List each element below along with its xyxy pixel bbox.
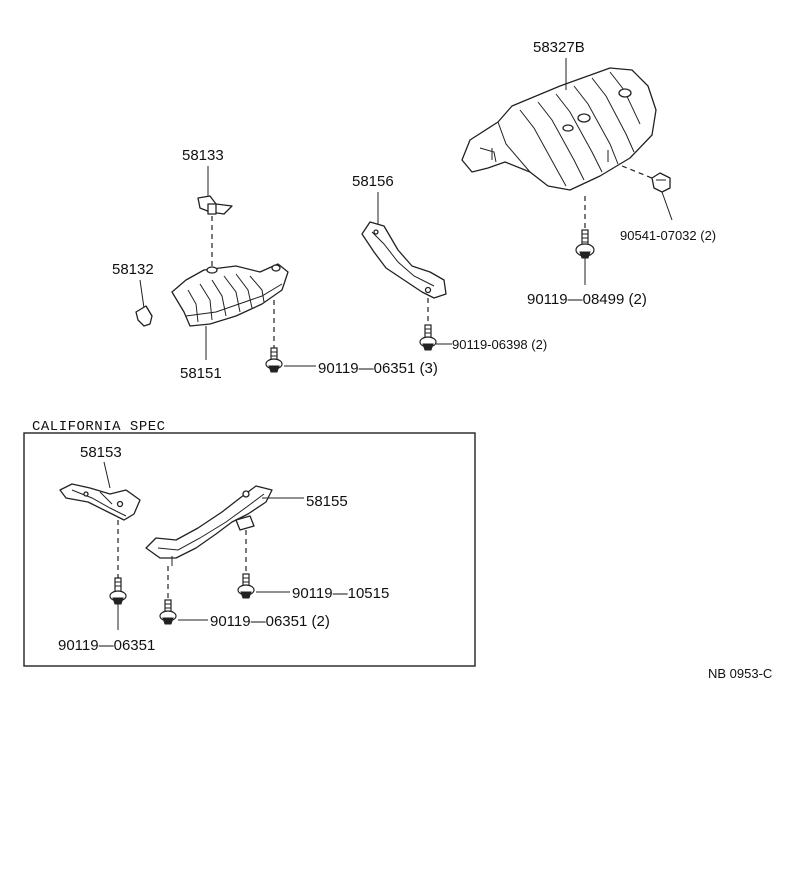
- label-58327b: 58327B: [533, 39, 585, 56]
- bolt-90119-06351-2[interactable]: [159, 599, 177, 625]
- label-90119-10515: 90119—10515: [292, 585, 389, 602]
- heat-insulator-58153[interactable]: [59, 483, 141, 521]
- california-spec-frame: [23, 432, 476, 667]
- label-90119-06351-2: 90119—06351 (2): [210, 613, 330, 630]
- label-90119-06398: 90119-06398 (2): [452, 337, 547, 352]
- label-58133: 58133: [182, 147, 224, 164]
- heat-insulator-58155[interactable]: [145, 485, 273, 566]
- bolt-90119-06351-3[interactable]: [265, 347, 283, 373]
- clip-90541-07032[interactable]: [651, 172, 671, 193]
- bolt-90119-06398[interactable]: [419, 324, 437, 351]
- label-90541-07032: 90541-07032 (2): [620, 228, 716, 243]
- bolt-90119-10515[interactable]: [237, 573, 255, 599]
- bracket-58156[interactable]: [361, 221, 447, 299]
- grommet-58132[interactable]: [135, 305, 153, 327]
- label-58155: 58155: [306, 493, 348, 510]
- label-58153: 58153: [80, 444, 122, 461]
- clip-58133[interactable]: [197, 195, 233, 215]
- bolt-90119-08499[interactable]: [575, 229, 595, 259]
- label-90119-06351-3: 90119—06351 (3): [318, 360, 438, 377]
- label-90119-08499: 90119—08499 (2): [527, 291, 647, 308]
- california-spec-title: CALIFORNIA SPEC: [32, 419, 166, 435]
- label-58132: 58132: [112, 261, 154, 278]
- bolt-90119-06351[interactable]: [109, 577, 127, 605]
- heat-insulator-58327b[interactable]: [461, 67, 657, 191]
- label-90119-06351: 90119—06351: [58, 637, 155, 654]
- leader-58132: [139, 279, 145, 309]
- leader-90541: [661, 191, 673, 221]
- leader-58153: [103, 461, 111, 489]
- label-58156: 58156: [352, 173, 394, 190]
- heat-insulator-58151[interactable]: [171, 263, 289, 327]
- drawing-code: NB 0953-C: [708, 666, 772, 681]
- label-58151: 58151: [180, 365, 222, 382]
- dash-90541: [621, 165, 653, 179]
